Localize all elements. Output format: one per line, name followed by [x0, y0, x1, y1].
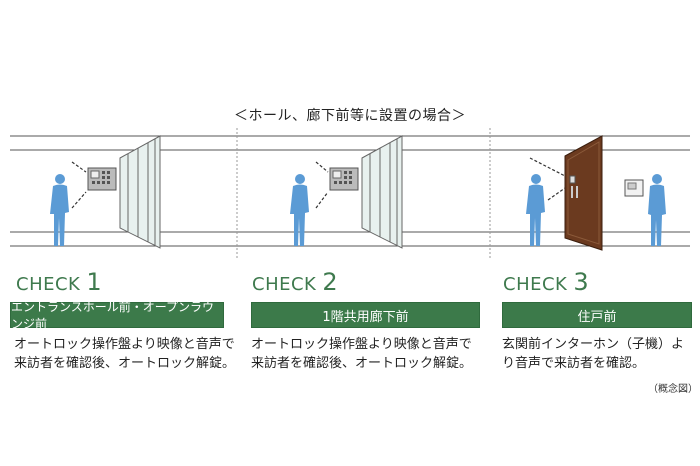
- person-figure-2: [290, 174, 309, 246]
- location-bar-3: 住戸前: [502, 302, 692, 328]
- control-panel-1: [87, 167, 117, 191]
- description-1-line1: オートロック操作盤より映像と音声で: [14, 337, 235, 352]
- description-2: オートロック操作盤より映像と音声で 来訪者を確認後、オートロック解錠。: [251, 335, 472, 373]
- entrance-door-3: [564, 135, 603, 251]
- description-3-line1: 玄関前インターホン（子機）よ: [502, 337, 685, 352]
- glass-door-1: [119, 135, 161, 249]
- description-1: オートロック操作盤より映像と音声で 来訪者を確認後、オートロック解錠。: [14, 335, 235, 373]
- section-header: ＜ホール、廊下前等に設置の場合＞: [234, 108, 466, 124]
- sight-lines-3: [529, 157, 566, 201]
- intercom-monitor-3: [624, 179, 644, 197]
- description-2-line2: 来訪者を確認後、オートロック解錠。: [251, 356, 473, 371]
- check-number-2: 2: [322, 268, 339, 296]
- check-label-1: CHECK: [16, 274, 81, 295]
- check-number-3: 3: [573, 268, 590, 296]
- panel-dividers: [236, 128, 491, 260]
- control-panel-2: [329, 167, 359, 191]
- scene-illustration: [0, 128, 700, 260]
- figure-caption: （概念図）: [648, 384, 698, 395]
- person-figure-1: [50, 174, 69, 246]
- person-figure-3: [526, 174, 545, 246]
- check-label-2: CHECK: [252, 274, 317, 295]
- sight-lines-1: [71, 161, 87, 209]
- check-label-3: CHECK: [503, 274, 568, 295]
- description-2-line1: オートロック操作盤より映像と音声で: [251, 337, 472, 352]
- check-number-1: 1: [86, 268, 103, 296]
- location-bar-1: エントランスホール前・オープンラウンジ前: [10, 300, 224, 331]
- person-figure-3b: [648, 174, 666, 246]
- description-3: 玄関前インターホン（子機）よ り音声で来訪者を確認。: [502, 335, 684, 373]
- glass-door-2: [361, 135, 403, 249]
- description-3-line2: り音声で来訪者を確認。: [502, 356, 646, 371]
- description-1-line2: 来訪者を確認後、オートロック解錠。: [14, 356, 236, 371]
- location-bar-2: 1階共用廊下前: [251, 302, 480, 328]
- sight-lines-2: [315, 161, 329, 209]
